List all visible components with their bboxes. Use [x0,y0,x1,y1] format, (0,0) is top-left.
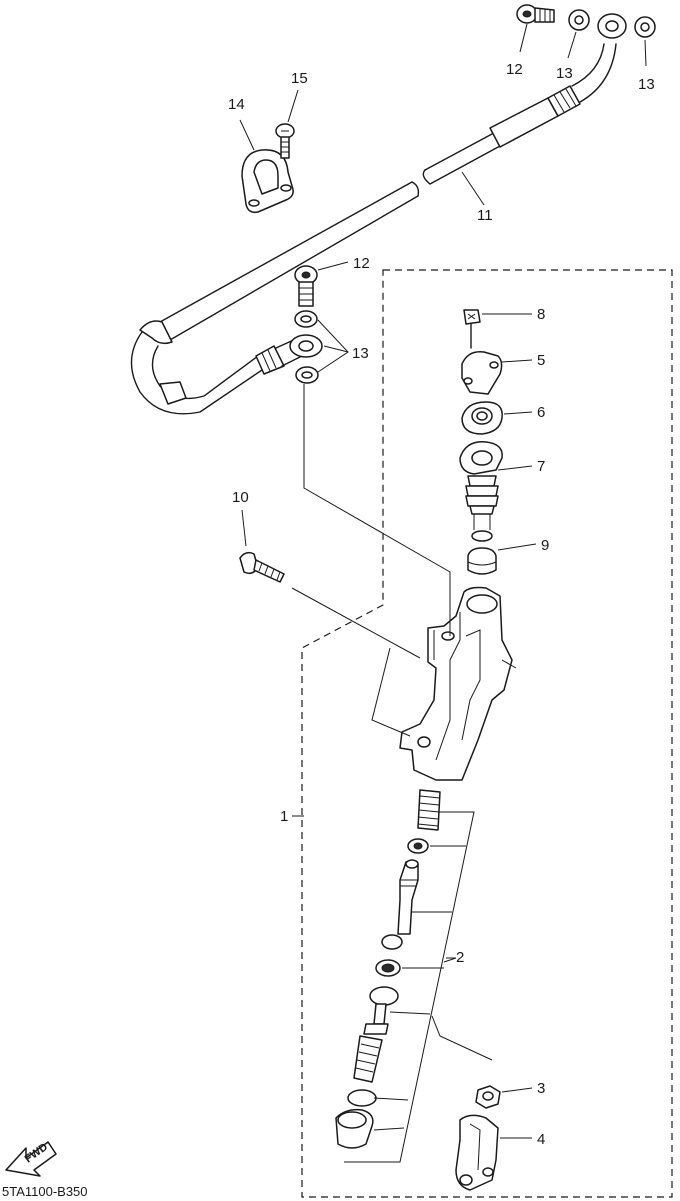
hose-clamp [239,119,294,214]
callout-12-top: 12 [506,61,523,78]
union-bolt-mid [294,261,349,307]
brake-hose [130,13,627,415]
kit-bracket [344,811,493,1163]
hose-leader-lines [303,384,451,737]
master-cylinder-body [399,586,517,781]
clevis [455,1114,532,1191]
piston [381,859,419,950]
callout-13-top-right: 13 [638,76,655,93]
push-rod [347,986,399,1107]
reservoir-cap [461,351,533,395]
callout-5: 5 [537,352,545,369]
callout-13-top-left: 13 [556,65,573,82]
callout-7: 7 [537,458,545,475]
fwd-arrow-icon: FWD [5,1141,57,1177]
washer-mid-upper [294,310,318,328]
callout-15: 15 [291,70,308,87]
boot [335,1108,374,1149]
callout-3: 3 [537,1080,545,1097]
union-bolt-top [516,4,555,53]
callout-6: 6 [537,404,545,421]
primary-cup [407,838,429,854]
callout-1: 1 [280,808,288,825]
diagram-code: 5TA1100-B350 [2,1184,88,1199]
callout-8: 8 [537,306,545,323]
cup-seal [467,543,537,575]
clamp-screw [275,89,299,159]
callout-14: 14 [228,96,245,113]
callout-line-13b [323,345,349,353]
callout-4: 4 [537,1131,545,1148]
mounting-bolt [239,509,421,659]
nut [475,1085,533,1109]
spring [417,789,441,831]
assembly-boundary [301,269,673,1198]
cap-screw [463,309,532,349]
washer-top-right [634,16,656,67]
callout-10: 10 [232,489,249,506]
callout-2: 2 [456,949,464,966]
washer-top-left [567,9,590,59]
callout-9: 9 [541,537,549,554]
callout-11: 11 [477,207,493,224]
callout-12-mid: 12 [353,255,370,272]
callout-13-mid: 13 [352,345,369,362]
diaphragm-plate [461,401,533,435]
washer-mid-lower [295,366,319,384]
diaphragm [459,441,533,542]
secondary-cup [375,959,401,977]
